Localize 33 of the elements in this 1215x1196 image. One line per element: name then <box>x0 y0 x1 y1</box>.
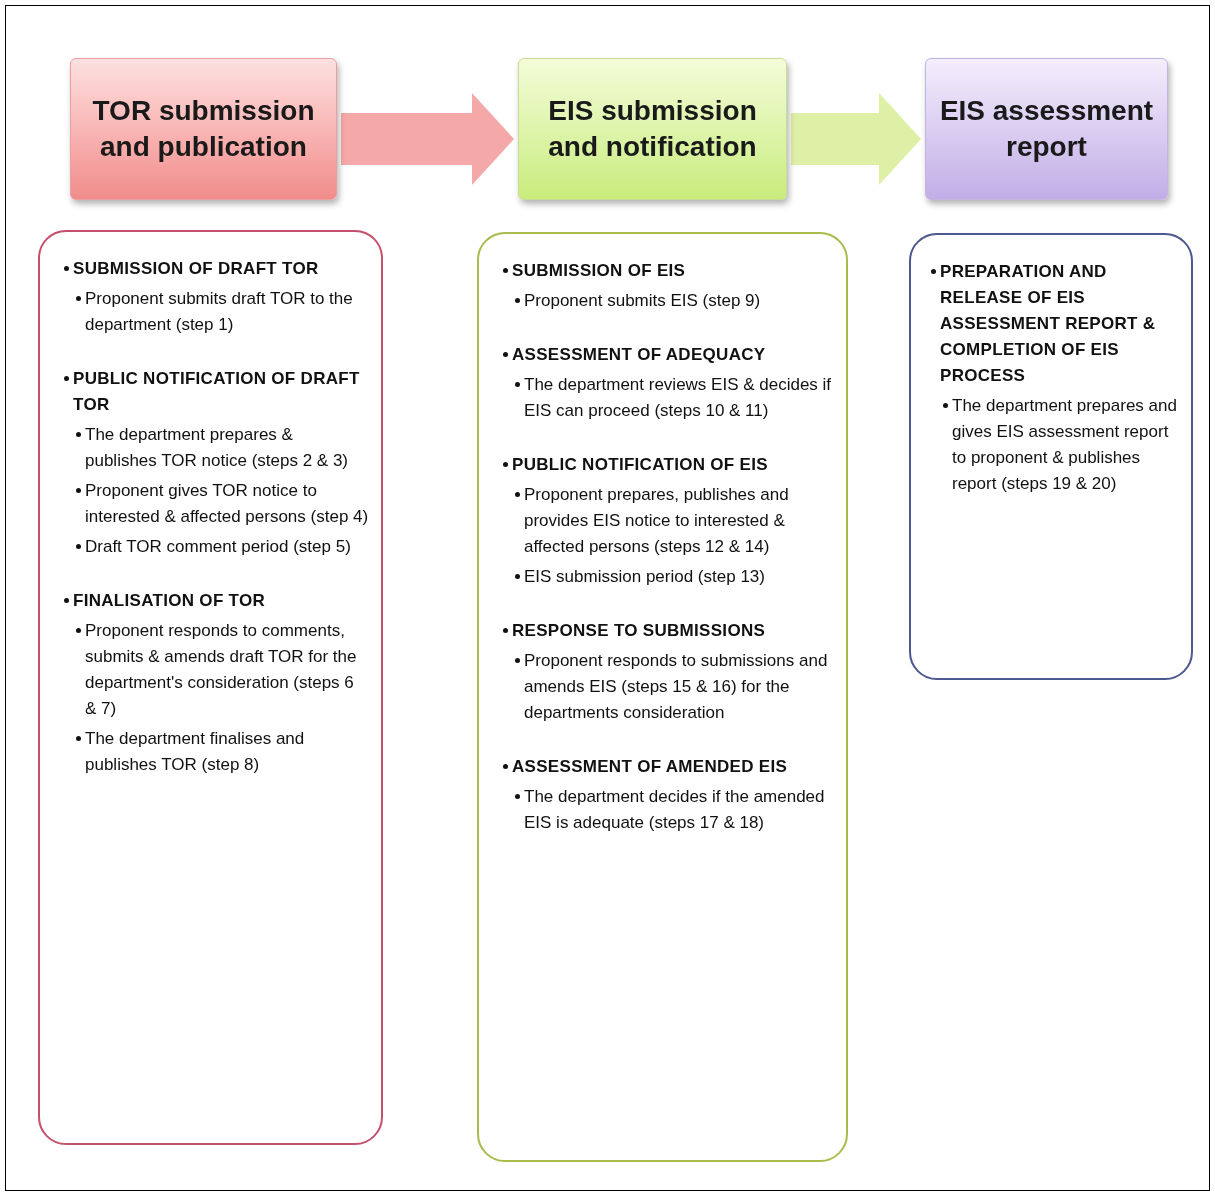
stage-title: EIS assessment report <box>938 94 1155 164</box>
step-description: The department decides if the amended EIS is adequate (steps 17 & 18) <box>524 786 826 834</box>
section-heading: SUBMISSION OF EIS <box>512 260 686 282</box>
section-heading: RESPONSE TO SUBMISSIONS <box>512 620 766 642</box>
step-description: EIS submission period (step 13) <box>524 566 765 588</box>
stage-title: EIS submission and notification <box>547 94 758 164</box>
step-description: Proponent gives TOR notice to interested & affected persons (step 4) <box>85 480 369 528</box>
section-heading: PREPARATION AND RELEASE OF EIS ASSESSMENT REPORT & COMPLETION OF EIS PROCESS <box>940 261 1157 387</box>
stage-box <box>925 58 1168 200</box>
section-heading: SUBMISSION OF DRAFT TOR <box>73 258 319 280</box>
step-description: The department prepares & publishes TOR notice (steps 2 & 3) <box>85 424 349 472</box>
step-list-panel <box>38 230 383 1145</box>
section-heading: PUBLIC NOTIFICATION OF DRAFT TOR <box>73 368 361 416</box>
step-description: Proponent responds to comments, submits & amends draft TOR for the department's consideration (steps 6 & 7) <box>85 620 358 720</box>
stage-title: TOR submission and publication <box>91 94 316 164</box>
stage-box <box>70 58 337 200</box>
step-description: Proponent submits EIS (step 9) <box>524 290 761 312</box>
step-description: Proponent responds to submissions and amends EIS (steps 15 & 16) for the departments consideration <box>524 650 829 724</box>
step-list-panel <box>909 233 1193 680</box>
block-arrow <box>341 93 514 185</box>
step-list-panel <box>477 232 848 1162</box>
step-description: The department finalises and publishes TOR (step 8) <box>85 728 306 776</box>
block-arrow <box>791 93 921 185</box>
step-description: The department reviews EIS & decides if EIS can proceed (steps 10 & 11) <box>524 374 833 422</box>
step-description: Proponent submits draft TOR to the department (step 1) <box>85 288 354 336</box>
step-description: Proponent prepares, publishes and provides EIS notice to interested & affected persons (steps 12 & 14) <box>524 484 790 558</box>
section-heading: ASSESSMENT OF AMENDED EIS <box>512 756 788 778</box>
section-heading: PUBLIC NOTIFICATION OF EIS <box>512 454 768 476</box>
step-description: Draft TOR comment period (step 5) <box>85 536 351 558</box>
step-description: The department prepares and gives EIS assessment report to proponent & publishes report (steps 19 & 20) <box>952 395 1178 495</box>
section-heading: ASSESSMENT OF ADEQUACY <box>512 344 766 366</box>
section-heading: FINALISATION OF TOR <box>73 590 266 612</box>
stage-box <box>518 58 787 200</box>
